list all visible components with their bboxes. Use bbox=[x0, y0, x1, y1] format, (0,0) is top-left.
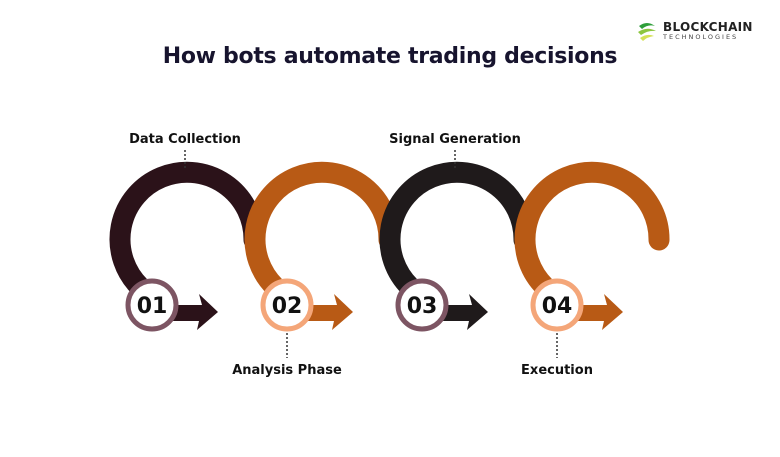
step-1-number-badge bbox=[125, 278, 179, 332]
step-3-number-badge bbox=[395, 278, 449, 332]
arcs bbox=[109, 161, 670, 298]
step-2-arc bbox=[244, 161, 400, 298]
logo: BLOCKCHAIN TECHNOLOGIES bbox=[636, 20, 753, 42]
logo-line2: TECHNOLOGIES bbox=[663, 32, 739, 41]
page-title: How bots automate trading decisions bbox=[162, 44, 618, 69]
step-4-label: Execution bbox=[521, 363, 593, 378]
step-1-label: Data Collection bbox=[129, 132, 241, 147]
step-1-number: 01 bbox=[137, 294, 168, 319]
step-2-number: 02 bbox=[272, 294, 303, 319]
step-4-arc bbox=[514, 161, 670, 298]
step-4-number-badge bbox=[530, 278, 584, 332]
step-4-number: 04 bbox=[542, 294, 573, 319]
logo-line1: BLOCKCHAIN bbox=[663, 19, 753, 34]
step-3-arc bbox=[379, 161, 535, 298]
blockchain-logo-icon bbox=[638, 23, 656, 41]
step-2-number-badge bbox=[260, 278, 314, 332]
markers: 01 02 03 04 bbox=[125, 150, 623, 358]
step-1-arc bbox=[109, 161, 265, 298]
step-2-label: Analysis Phase bbox=[232, 363, 342, 378]
step-3-number: 03 bbox=[407, 294, 438, 319]
step-3-label: Signal Generation bbox=[389, 132, 521, 147]
